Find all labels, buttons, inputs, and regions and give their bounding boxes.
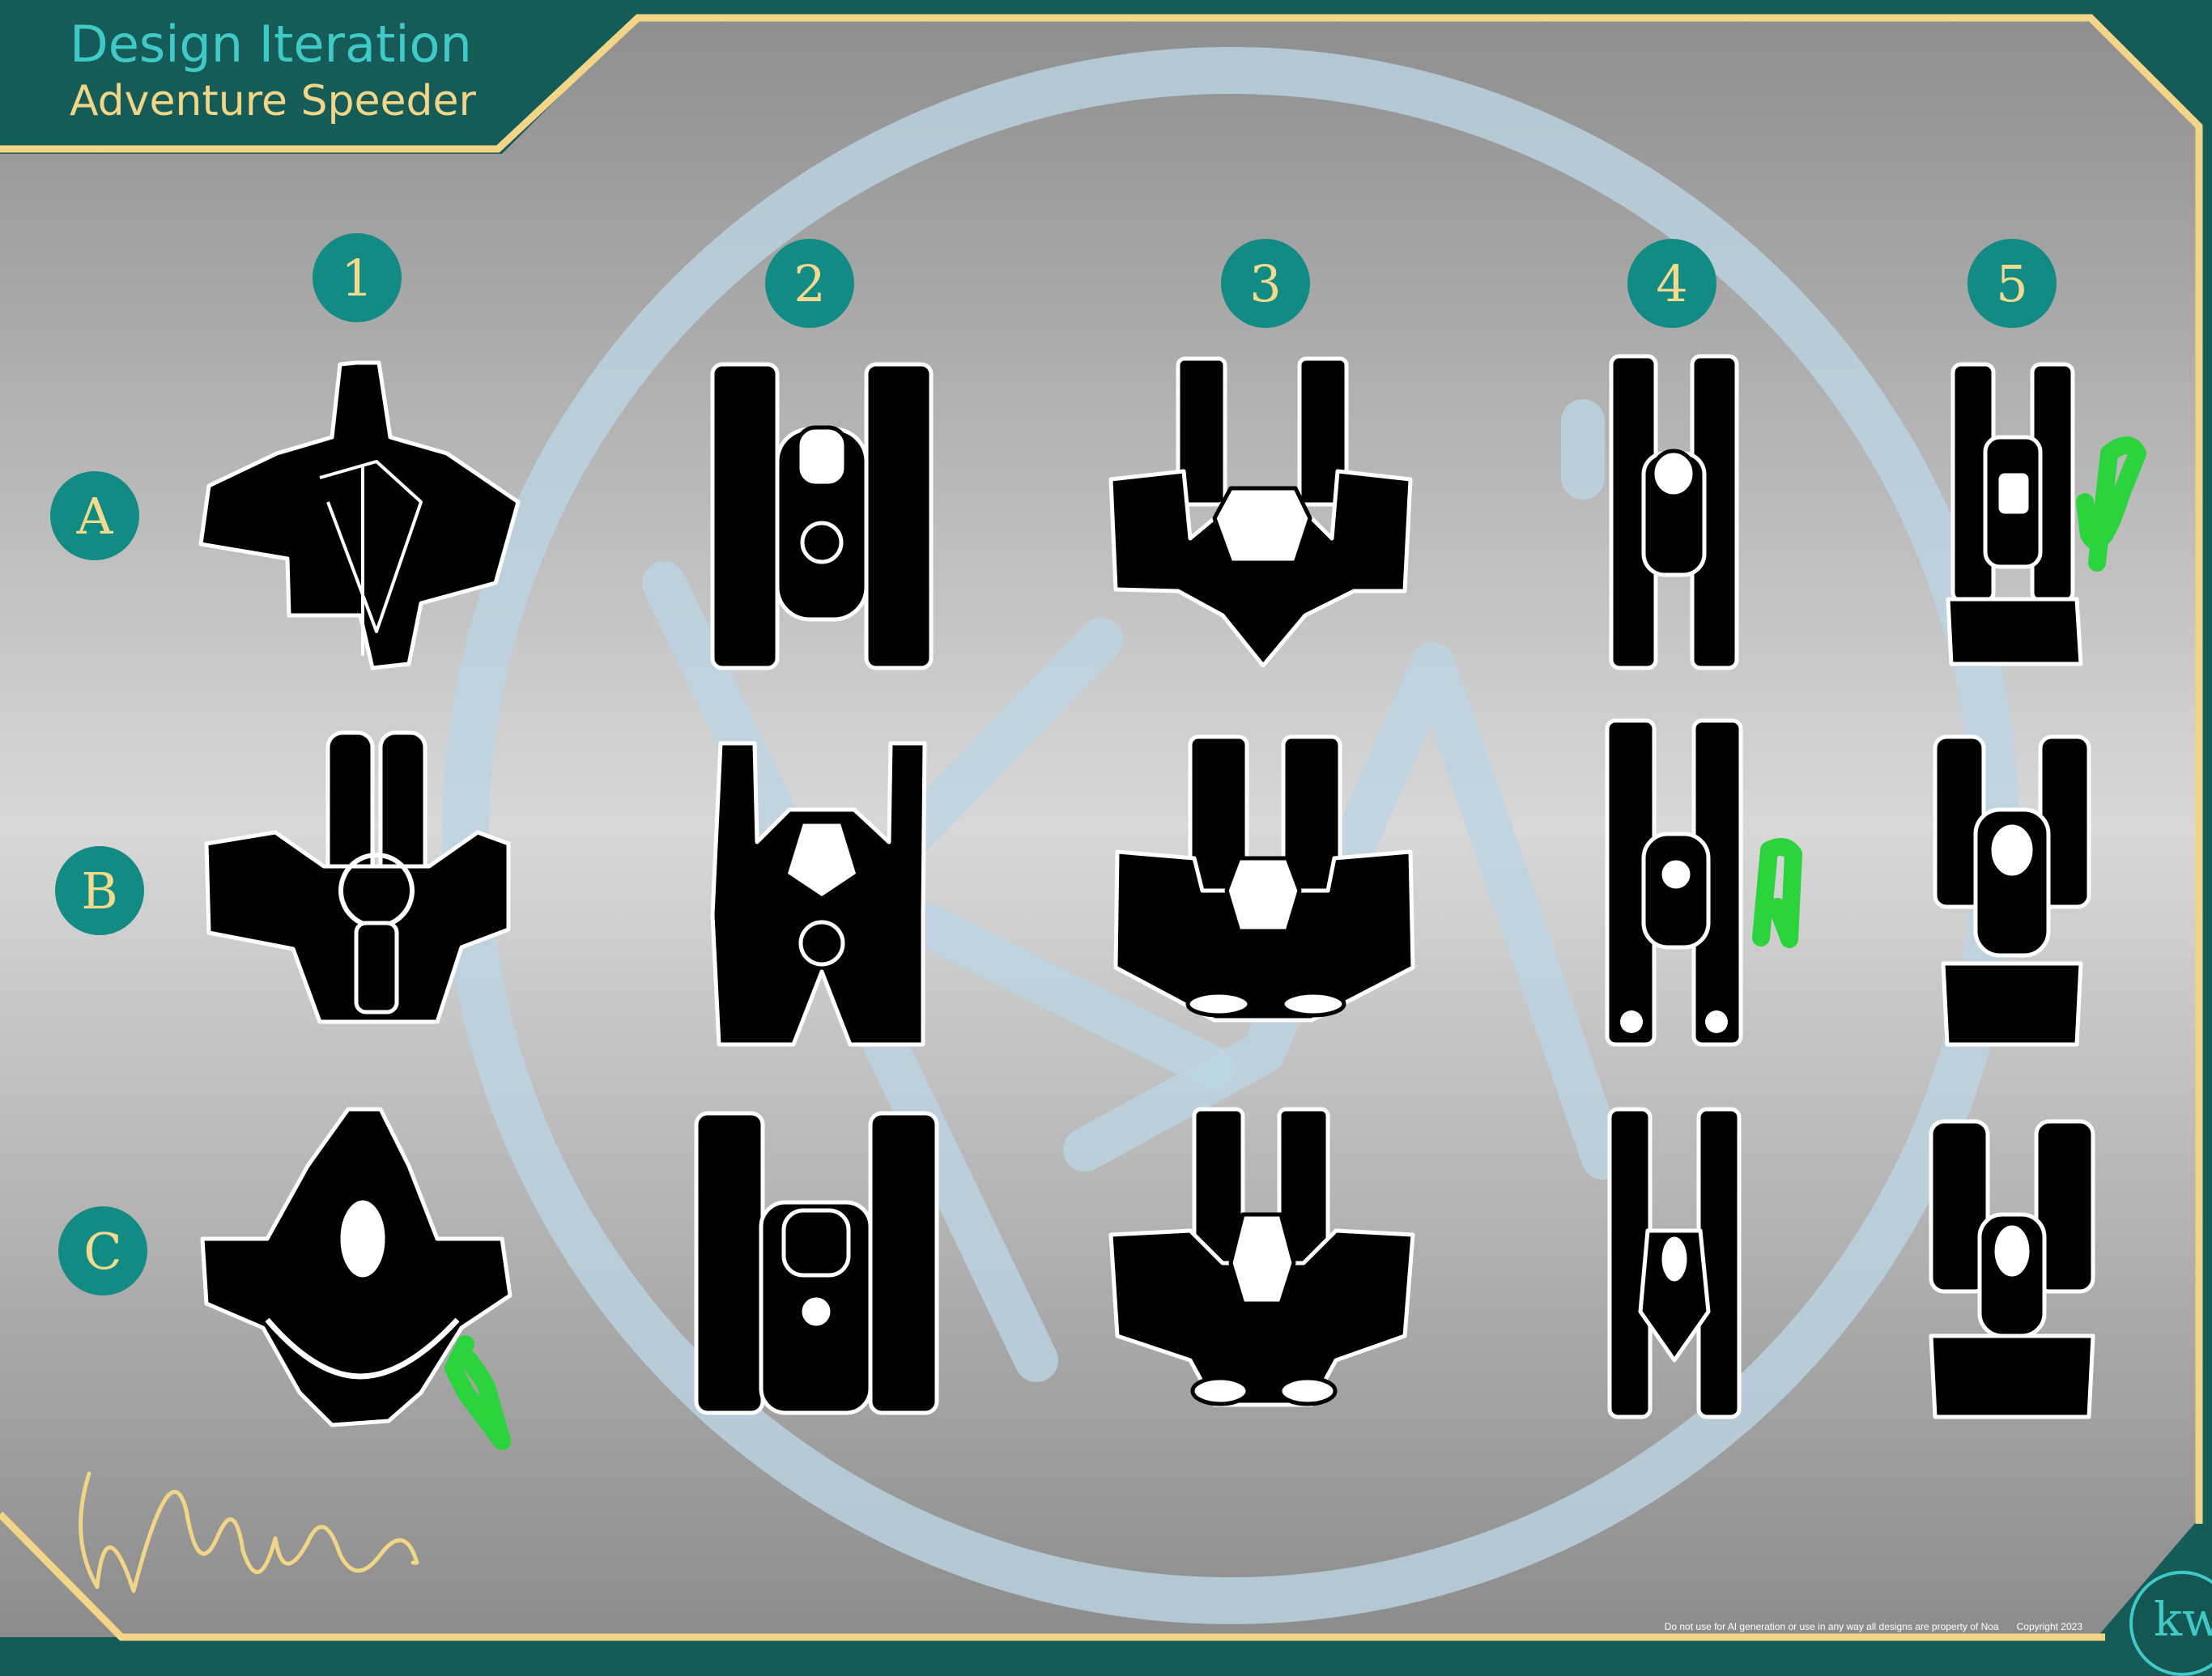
column-badge-2: 2 <box>765 239 854 328</box>
artist-signature <box>79 1471 419 1593</box>
selection-mark-a5 <box>2076 436 2146 572</box>
page-subtitle: Adventure Speeder <box>70 77 476 125</box>
row-badge-a: A <box>50 471 139 560</box>
page-title: Design Iteration <box>70 15 472 74</box>
speeder-a3 <box>1108 356 1413 668</box>
speeder-c1 <box>200 1107 513 1427</box>
speeder-c5 <box>1929 1119 2095 1419</box>
column-badge-1: 1 <box>313 233 402 322</box>
speeder-b3 <box>1113 734 1415 1023</box>
speeder-a1 <box>198 360 521 670</box>
speeder-a4 <box>1609 354 1739 670</box>
footer-notice: Do not use for AI generation or use in a… <box>1647 1621 2082 1632</box>
speeder-c4 <box>1607 1107 1742 1419</box>
row-badge-b: B <box>55 846 144 935</box>
speeder-b4 <box>1605 718 1743 1047</box>
selection-mark-c1 <box>445 1335 511 1450</box>
footer-copyright-text: Copyright 2023 <box>2016 1621 2082 1632</box>
speeder-b5 <box>1933 734 2091 1047</box>
speeder-b1 <box>204 730 511 1024</box>
column-badge-3: 3 <box>1221 239 1310 328</box>
speeder-a5 <box>1946 362 2083 666</box>
row-badge-c: C <box>58 1206 147 1295</box>
selection-mark-b4 <box>1752 838 1802 948</box>
speeder-b2 <box>710 741 927 1047</box>
speeder-c2 <box>694 1111 939 1415</box>
column-badge-5: 5 <box>1967 239 2057 328</box>
speeder-c3 <box>1108 1107 1415 1407</box>
bottom-frame-trim <box>0 1511 2105 1641</box>
column-badge-4: 4 <box>1627 239 1716 328</box>
speeder-a2 <box>710 362 934 670</box>
footer-rights-text: Do not use for AI generation or use in a… <box>1664 1621 1999 1632</box>
title-frame-trim <box>0 14 2203 1524</box>
